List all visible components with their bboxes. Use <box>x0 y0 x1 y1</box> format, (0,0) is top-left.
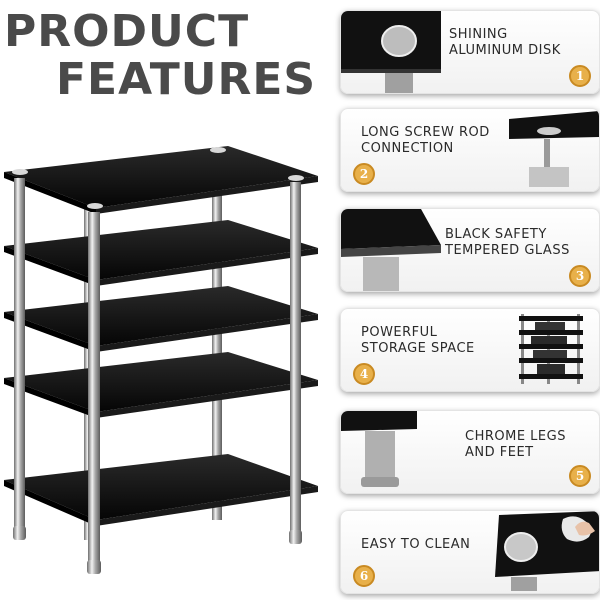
headline-features: FEATURES <box>56 54 317 105</box>
feature-card-1: SHINING ALUMINUM DISK 1 <box>340 10 600 94</box>
glass-shelf-icon <box>341 209 441 291</box>
shelf-2 <box>4 220 318 286</box>
feature-2-line-2: CONNECTION <box>361 141 454 156</box>
feature-5-line-2: AND FEET <box>465 445 534 460</box>
feature-3-line-1: BLACK SAFETY <box>445 227 547 242</box>
feature-2-badge: 2 <box>353 163 375 185</box>
feature-4-line-2: STORAGE SPACE <box>361 341 475 356</box>
feature-2-line-1: LONG SCREW ROD <box>361 125 490 140</box>
feature-1-badge: 1 <box>569 65 591 87</box>
feature-1-line-1: SHINING <box>449 27 508 42</box>
feature-card-2: LONG SCREW ROD CONNECTION 2 <box>340 108 600 192</box>
feature-card-3: BLACK SAFETY TEMPERED GLASS 3 <box>340 208 600 292</box>
shelf-3 <box>4 286 318 352</box>
screw-rod-icon <box>509 111 599 187</box>
feature-card-6: EASY TO CLEAN 6 <box>340 510 600 594</box>
shelf-5 <box>4 454 318 526</box>
cleaning-cloth-icon <box>495 511 599 591</box>
media-rack-image <box>4 146 318 574</box>
feature-3-line-2: TEMPERED GLASS <box>445 243 570 258</box>
shelf-4 <box>4 352 318 418</box>
feature-card-5: CHROME LEGS AND FEET 5 <box>340 410 600 494</box>
feature-5-badge: 5 <box>569 465 591 487</box>
chrome-leg-icon <box>341 411 417 487</box>
feature-6-badge: 6 <box>353 565 375 587</box>
feature-card-4: POWERFUL STORAGE SPACE 4 <box>340 308 600 392</box>
headline-product: PRODUCT <box>4 6 250 57</box>
feature-6-line-1: EASY TO CLEAN <box>361 537 471 552</box>
feature-3-badge: 3 <box>569 265 591 287</box>
feature-4-badge: 4 <box>353 363 375 385</box>
shelf-1 <box>4 146 318 214</box>
feature-5-line-1: CHROME LEGS <box>465 429 566 444</box>
storage-rack-icon <box>519 314 583 384</box>
feature-1-line-2: ALUMINUM DISK <box>449 43 561 58</box>
aluminum-disk-icon <box>341 11 441 93</box>
feature-4-line-1: POWERFUL <box>361 325 438 340</box>
